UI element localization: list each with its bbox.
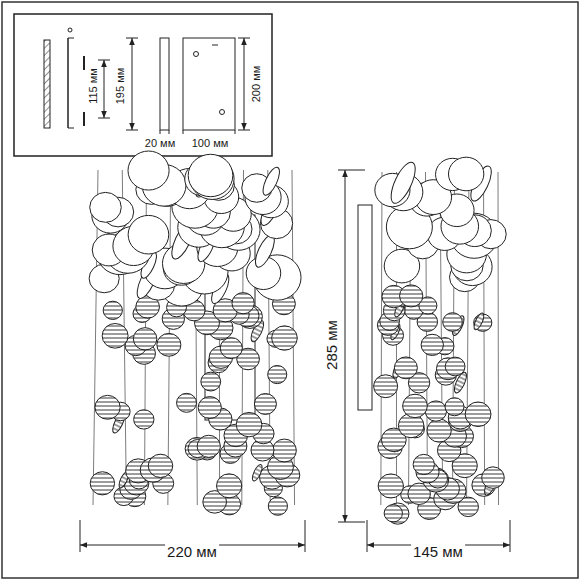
lamp-views xyxy=(89,151,506,524)
dimension-label: 200 мм xyxy=(250,64,262,105)
dimension-lines xyxy=(80,170,510,552)
dimension-label: 20 мм xyxy=(143,137,177,149)
dimension-label: 115 мм xyxy=(87,66,99,106)
dimension-label: 100 мм xyxy=(190,137,231,149)
dimension-label: 220 мм xyxy=(165,544,219,561)
dimension-label: 285 мм xyxy=(324,318,341,372)
dimension-label: 145 мм xyxy=(411,544,465,561)
dimension-label: 195 мм xyxy=(114,66,126,107)
mount-inset xyxy=(14,14,272,156)
